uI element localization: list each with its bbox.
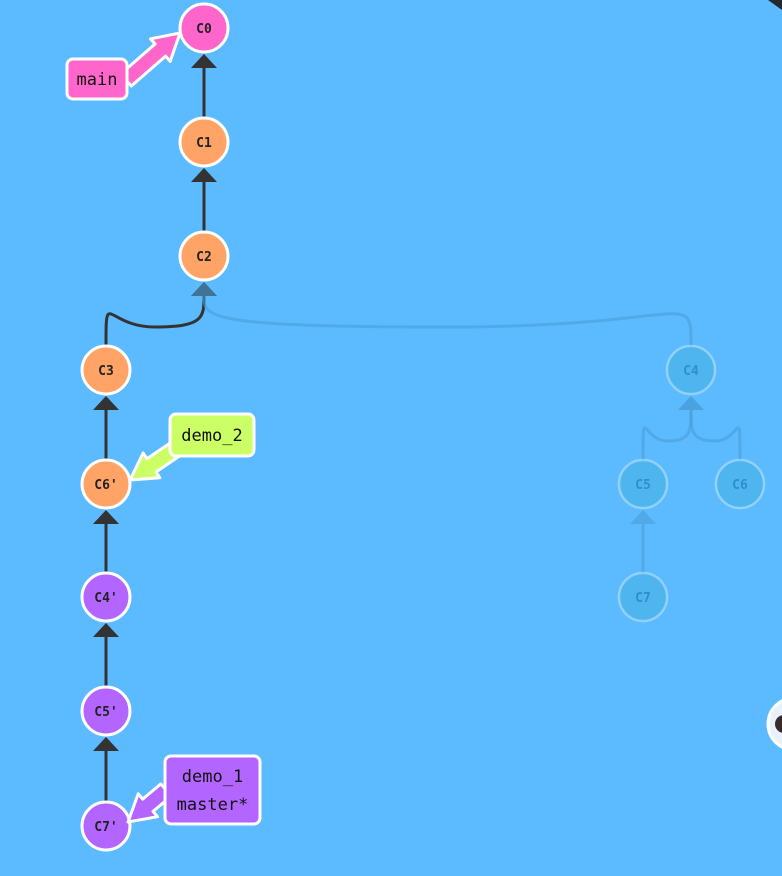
commit-circle [178, 2, 230, 54]
commit-node-C0[interactable]: C0 [178, 2, 230, 54]
edge-arrowhead [93, 737, 119, 751]
edge-arrowhead [93, 396, 119, 410]
edge-C6p-C3 [93, 396, 119, 460]
edge-line [202, 295, 693, 347]
commit-circle [617, 571, 669, 623]
commit-circle [80, 800, 132, 852]
commit-label: C6' [94, 478, 117, 493]
edge-C2-C1 [191, 168, 217, 232]
commit-label: C1 [196, 136, 212, 151]
commit-circle [80, 458, 132, 510]
edge-line [104, 295, 206, 347]
edge-arrowhead [93, 510, 119, 524]
edge-C7p-C5p [93, 737, 119, 802]
commit-node-C5[interactable]: C5 [617, 458, 669, 510]
edges-layer [93, 54, 742, 802]
commit-node-C7p[interactable]: C7' [80, 800, 132, 852]
commit-label: C5' [94, 705, 117, 720]
commit-node-C5p[interactable]: C5' [80, 685, 132, 737]
commit-circle [80, 685, 132, 737]
branch-tag-demo_2[interactable]: demo_2 [128, 412, 256, 482]
commit-circle [178, 230, 230, 282]
branch-label: demo_2 [181, 426, 242, 446]
edge-C5p-C4p [93, 623, 119, 687]
branch-box [168, 412, 256, 458]
commit-label: C7 [635, 591, 651, 606]
edge-line [689, 409, 742, 461]
commit-circle [80, 571, 132, 623]
commit-label: C6 [732, 478, 748, 493]
commit-node-C6p[interactable]: C6' [80, 458, 132, 510]
commit-node-C3[interactable]: C3 [80, 344, 132, 396]
edge-arrowhead [191, 54, 217, 68]
commit-label: C2 [196, 250, 212, 265]
edge-arrowhead [191, 282, 217, 296]
avatar[interactable] [766, 698, 782, 750]
commit-circle [714, 458, 766, 510]
commit-circle [617, 458, 669, 510]
branch-box [163, 754, 262, 826]
branch-box [65, 57, 129, 101]
branch-arrow [119, 31, 182, 88]
commit-label: C0 [196, 22, 212, 37]
commit-circle [178, 116, 230, 168]
branch-tag-main[interactable]: main [65, 31, 182, 101]
branch-label: master* [177, 795, 249, 815]
branch-label: main [77, 70, 118, 90]
commit-label: C3 [98, 364, 114, 379]
branch-label: demo_1 [182, 767, 243, 787]
commit-circle [80, 344, 132, 396]
edge-C7-C5 [630, 510, 656, 573]
commit-node-C4p[interactable]: C4' [80, 571, 132, 623]
commit-label: C4' [94, 591, 117, 606]
edge-C6-C4 [678, 396, 742, 461]
edge-C1-C0 [191, 54, 217, 118]
commit-label: C4 [683, 364, 699, 379]
commit-circle [665, 344, 717, 396]
branch-tag-demo_1[interactable]: demo_1 master* [126, 754, 262, 826]
commit-node-C6[interactable]: C6 [714, 458, 766, 510]
commit-label: C5 [635, 478, 651, 493]
edge-C4-C2 [191, 282, 693, 347]
commit-node-C2[interactable]: C2 [178, 230, 230, 282]
commit-node-C7[interactable]: C7 [617, 571, 669, 623]
branches-layer: main demo_2 demo_1 master* [65, 31, 262, 826]
edge-arrowhead [678, 396, 704, 410]
corner-shadow [768, 0, 782, 10]
edge-line [641, 409, 693, 461]
edge-arrowhead [630, 510, 656, 524]
edge-C4p-C6p [93, 510, 119, 573]
edge-arrowhead [93, 623, 119, 637]
commit-node-C4[interactable]: C4 [665, 344, 717, 396]
commit-node-C1[interactable]: C1 [178, 116, 230, 168]
commit-label: C7' [94, 820, 117, 835]
edge-arrowhead [191, 168, 217, 182]
